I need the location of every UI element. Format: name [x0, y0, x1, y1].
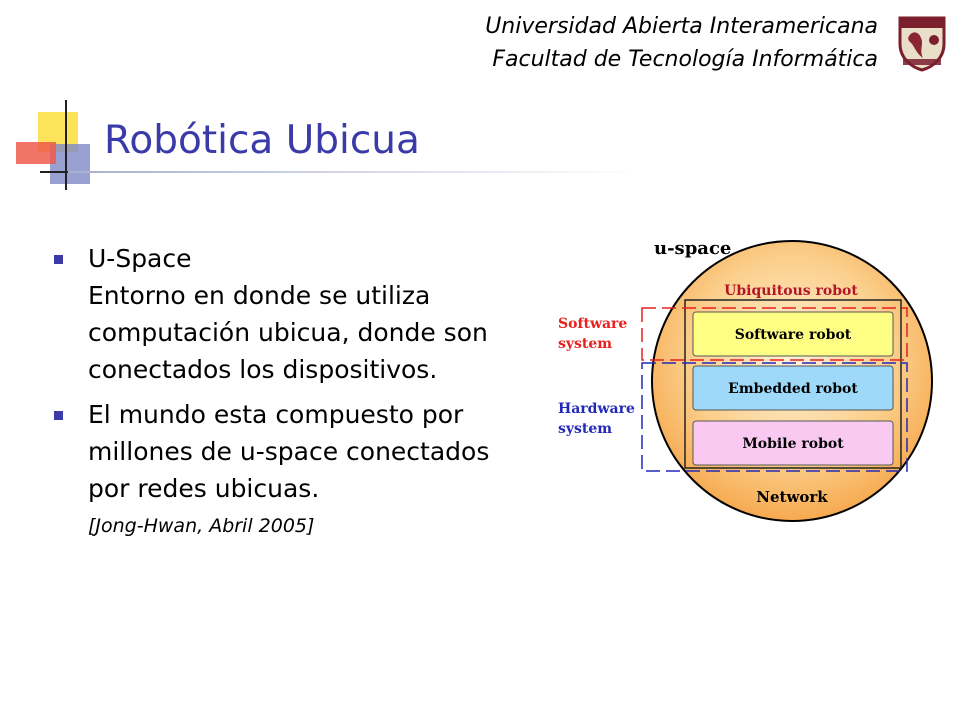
bullet-line: U-Space — [88, 244, 192, 273]
bullet-item-world: El mundo esta compuesto por millones de … — [52, 396, 542, 543]
software-system-label: Software system — [558, 316, 632, 352]
slide-title: Robótica Ubicua — [104, 118, 420, 163]
software-system-frame — [641, 307, 908, 361]
ubiquitous-robot-frame — [684, 299, 902, 469]
software-robot-box — [692, 311, 894, 357]
bullet-line: El mundo esta compuesto por — [88, 400, 464, 429]
bullet-line: Entorno en donde se utiliza — [88, 281, 431, 310]
citation: [Jong-Hwan, Abril 2005] — [88, 515, 315, 537]
bullet-list: U-Space Entorno en donde se utiliza comp… — [52, 240, 542, 551]
hardware-system-frame — [641, 362, 908, 472]
software-robot-label: Software robot — [735, 327, 852, 343]
software-system-line: system — [558, 336, 612, 352]
mobile-robot-label: Mobile robot — [742, 436, 844, 452]
software-system-line: Software — [558, 316, 627, 332]
mobile-robot-box — [692, 420, 894, 466]
hardware-system-line: system — [558, 421, 612, 437]
bullet-item-uspace: U-Space Entorno en donde se utiliza comp… — [52, 240, 542, 388]
uai-shield-icon — [898, 16, 946, 72]
bullet-line: por redes ubicuas. — [88, 474, 320, 503]
bullet-line: millones de u-space conectados — [88, 437, 490, 466]
bullet-line: computación ubicua, donde son — [88, 318, 488, 347]
title-underline — [68, 171, 638, 173]
square-bullet-icon — [54, 255, 63, 264]
network-label: Network — [756, 488, 828, 506]
embedded-robot-box — [692, 365, 894, 411]
title-decoration — [16, 100, 110, 190]
hardware-system-label: Hardware system — [558, 401, 640, 437]
square-bullet-icon — [54, 411, 63, 420]
embedded-robot-label: Embedded robot — [728, 381, 858, 397]
uspace-label: u-space — [654, 238, 731, 259]
uspace-diagram: u-space Ubiquitous robot Software robot … — [558, 238, 933, 522]
ubiquitous-robot-label: Ubiquitous robot — [724, 283, 858, 299]
faculty-name: Facultad de Tecnología Informática — [492, 47, 878, 72]
hardware-system-line: Hardware — [558, 401, 635, 417]
bullet-line: conectados los dispositivos. — [88, 355, 438, 384]
institution-header: Universidad Abierta Interamericana Facul… — [485, 10, 878, 76]
university-name: Universidad Abierta Interamericana — [485, 14, 878, 39]
